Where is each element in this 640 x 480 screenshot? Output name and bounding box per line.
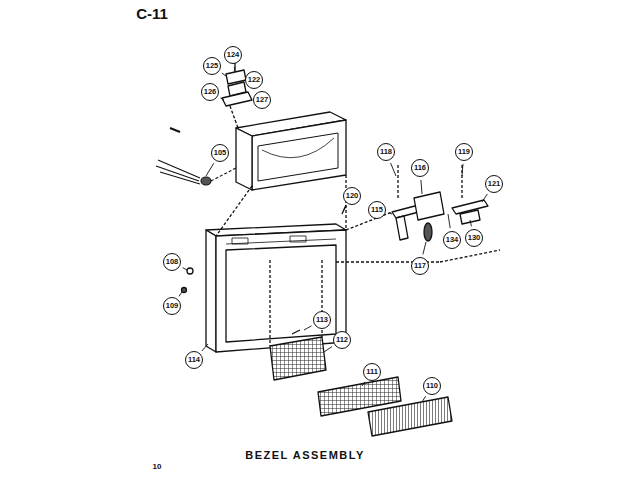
callout-number: 115 <box>368 201 386 219</box>
callout-number: 105 <box>211 144 229 162</box>
callout-number: 119 <box>455 143 473 161</box>
leader-line <box>362 382 365 386</box>
callout-number: 112 <box>333 331 351 349</box>
grilles <box>270 260 452 436</box>
leader-line <box>234 67 236 72</box>
leader-line <box>179 292 182 296</box>
callout-number: 134 <box>443 231 461 249</box>
leader-line <box>202 344 208 351</box>
callout-number: 127 <box>253 91 271 109</box>
leader-line <box>389 213 392 215</box>
section-code: C-11 <box>136 5 168 22</box>
callout-number: 124 <box>224 46 242 64</box>
leader-line <box>244 86 246 88</box>
leader-line <box>422 396 426 402</box>
callout-number: 113 <box>313 311 331 329</box>
wire-harness <box>156 128 236 185</box>
leader-line <box>470 220 471 226</box>
callout-number: 108 <box>163 253 181 271</box>
leader-lines <box>179 67 487 402</box>
figure-caption: BEZEL ASSEMBLY <box>245 449 365 461</box>
leader-line <box>448 214 450 228</box>
callout-number: 109 <box>163 297 181 315</box>
leader-line <box>183 268 187 270</box>
leader-line <box>391 163 396 176</box>
callout-number: 118 <box>377 143 395 161</box>
callout-number: 120 <box>343 187 361 205</box>
leader-line <box>462 164 463 176</box>
housing <box>236 112 346 190</box>
callout-number: 110 <box>423 377 441 395</box>
leader-line <box>421 180 422 194</box>
leader-line <box>250 98 251 99</box>
leader-line <box>423 242 426 254</box>
leader-line <box>344 206 346 210</box>
callout-number: 122 <box>245 71 263 89</box>
leader-line <box>222 73 226 76</box>
callout-number: 116 <box>411 159 429 177</box>
screws <box>182 205 347 334</box>
callout-number: 111 <box>363 363 381 381</box>
leader-line <box>324 347 332 352</box>
callout-number: 117 <box>411 257 429 275</box>
bezel-frame <box>206 175 346 352</box>
callout-number: 114 <box>185 351 203 369</box>
callout-number: 125 <box>203 57 221 75</box>
control-bracket <box>336 165 500 262</box>
page-number: 10 <box>153 462 162 471</box>
callout-number: 121 <box>485 175 503 193</box>
leader-line <box>206 163 214 176</box>
leader-line <box>482 194 487 202</box>
callout-number: 130 <box>465 229 483 247</box>
callout-number: 126 <box>201 83 219 101</box>
leader-line <box>304 326 312 330</box>
leader-line <box>220 98 224 100</box>
